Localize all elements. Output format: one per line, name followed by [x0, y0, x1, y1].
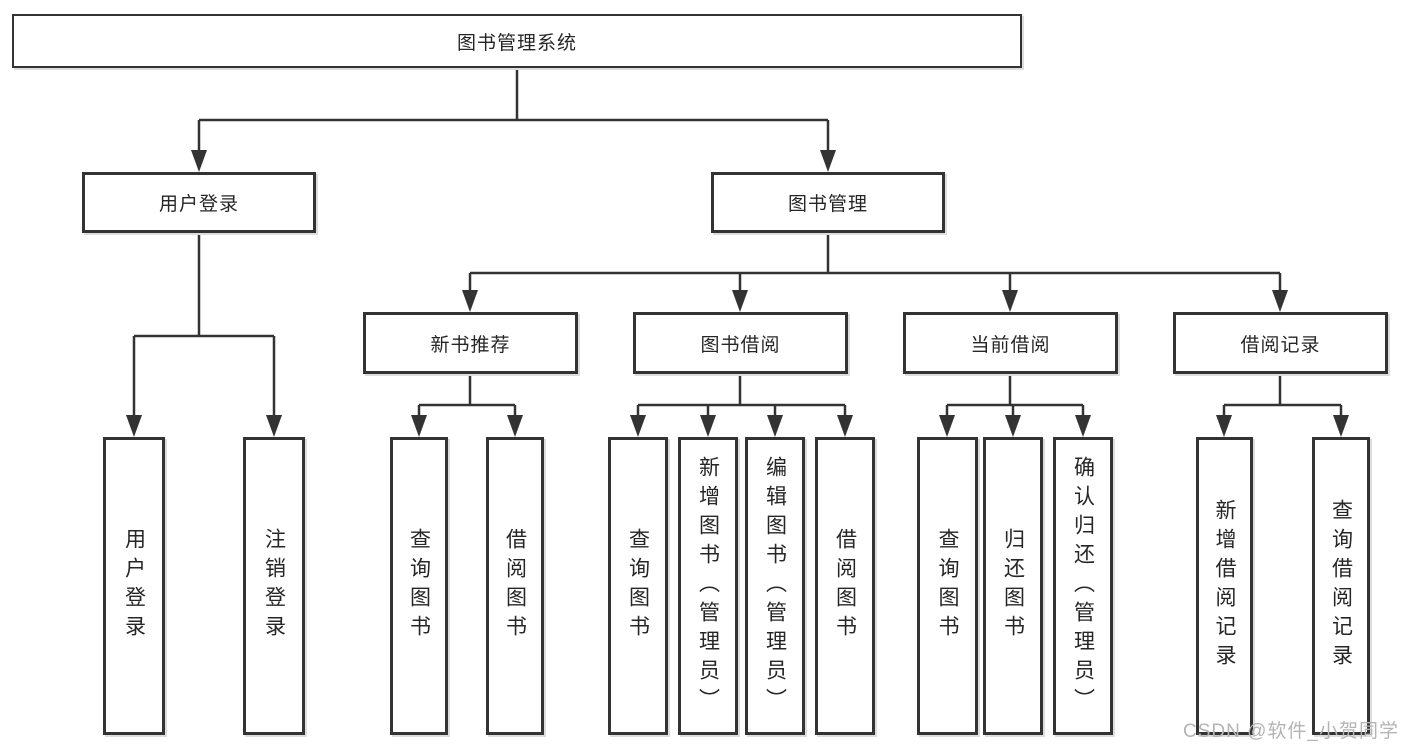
node-leaf-records-query-label: 查询借阅记录 — [1329, 499, 1353, 673]
node-current-borrow: 当前借阅 — [903, 312, 1118, 374]
node-borrowing: 图书借阅 — [633, 312, 848, 374]
node-user-login-label: 用户登录 — [158, 194, 239, 215]
node-leaf-logout-label: 注销登录 — [262, 528, 286, 644]
node-leaf-newbooks-query-label: 查询图书 — [407, 528, 431, 644]
node-leaf-newbooks-borrow-label: 借阅图书 — [503, 528, 527, 644]
node-leaf-records-add-label: 新增借阅记录 — [1213, 499, 1236, 673]
node-new-books: 新书推荐 — [363, 312, 578, 374]
node-leaf-newbooks-borrow: 借阅图书 — [486, 437, 544, 735]
node-book-management-label: 图书管理 — [787, 194, 868, 215]
node-leaf-records-query: 查询借阅记录 — [1312, 437, 1370, 735]
node-leaf-borrowing-edit-label: 编辑图书（管理员） — [763, 455, 787, 717]
node-root-label: 图书管理系统 — [456, 32, 577, 54]
csdn-watermark: CSDN @软件_小贺同学 — [1183, 721, 1399, 742]
node-current-borrow-label: 当前借阅 — [970, 334, 1051, 356]
node-new-books-label: 新书推荐 — [430, 334, 511, 356]
node-root: 图书管理系统 — [12, 14, 1022, 68]
node-user-login: 用户登录 — [82, 172, 316, 233]
node-leaf-borrowing-query: 查询图书 — [608, 437, 668, 735]
node-leaf-current-confirm: 确认归还（管理员） — [1053, 437, 1113, 735]
node-leaf-newbooks-query: 查询图书 — [390, 437, 448, 735]
node-borrowing-label: 图书借阅 — [700, 334, 781, 356]
node-leaf-records-add: 新增借阅记录 — [1196, 437, 1253, 735]
node-leaf-borrowing-edit: 编辑图书（管理员） — [745, 437, 805, 735]
node-leaf-current-return: 归还图书 — [983, 437, 1043, 735]
node-leaf-borrowing-borrow: 借阅图书 — [815, 437, 875, 735]
node-leaf-current-query: 查询图书 — [917, 437, 978, 735]
node-book-management: 图书管理 — [711, 172, 945, 233]
node-borrow-records: 借阅记录 — [1173, 312, 1388, 374]
node-leaf-logout: 注销登录 — [243, 437, 305, 735]
node-leaf-borrowing-query-label: 查询图书 — [626, 528, 650, 644]
node-leaf-current-confirm-label: 确认归还（管理员） — [1071, 455, 1095, 717]
node-leaf-borrowing-add: 新增图书（管理员） — [678, 437, 738, 735]
node-leaf-borrowing-add-label: 新增图书（管理员） — [696, 455, 720, 717]
arrowheads — [126, 150, 1349, 437]
node-leaf-user-login-label: 用户登录 — [122, 528, 146, 644]
node-leaf-current-query-label: 查询图书 — [936, 528, 959, 644]
node-borrow-records-label: 借阅记录 — [1240, 334, 1321, 356]
node-leaf-borrowing-borrow-label: 借阅图书 — [833, 528, 857, 644]
node-leaf-current-return-label: 归还图书 — [1001, 528, 1025, 644]
node-leaf-user-login: 用户登录 — [103, 437, 165, 735]
